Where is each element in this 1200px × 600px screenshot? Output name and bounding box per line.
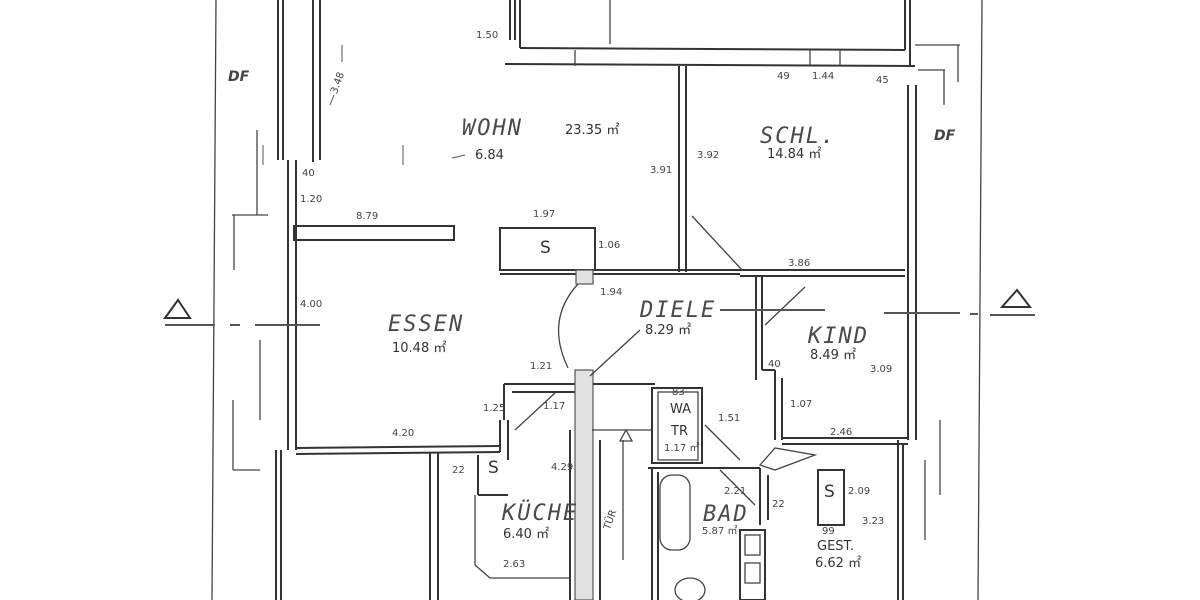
room-name: BAD [703,502,749,527]
room-name: DIELE [640,298,717,323]
room-name: GEST. [817,539,855,554]
outside-label-left: DF [228,69,250,85]
room-name: KIND [808,324,869,349]
room-name: WOHN [462,116,523,141]
dim: 1.44 [812,71,835,82]
dim: 1.21 [530,361,553,372]
dim: 1.94 [600,287,623,298]
room-area: 6.62 ㎡ [815,556,862,571]
room-area: 23.35 ㎡ [565,123,620,138]
dim: 4.20 [392,428,415,439]
room-area: 10.48 ㎡ [392,341,447,356]
dim: 1.50 [476,30,499,41]
room-area: 1.17 ㎡ [664,443,700,454]
dim: 45 [876,75,889,86]
room-width: 2.63 [503,559,526,570]
dim: 99 [822,526,835,537]
room-name: ESSEN [388,312,465,337]
room-area: 6.40 ㎡ [503,527,550,542]
dim: 2.09 [848,486,871,497]
dim: 49 [777,71,790,82]
room-name-2: TR [671,424,688,439]
room-depth: 3.09 [870,364,893,375]
room-width: 6.84 [475,148,504,163]
room-name: SCHL. [760,124,837,149]
dim: 1.07 [790,399,813,410]
dim: 1.51 [718,413,741,424]
fixture-s-kueche: S [488,458,499,478]
dim: 2.21 [724,486,747,497]
fixture-label: S [540,238,551,258]
room-depth: 4.29 [551,462,574,473]
room-depth: 3.91 [650,165,673,176]
dim: 40 [768,359,781,370]
outside-label-right: DF [934,128,956,144]
room-width: 2.46 [830,427,853,438]
room-area: 8.29 ㎡ [645,323,692,338]
dim: 83 [672,387,685,398]
room-name-1: WA [670,402,692,417]
room-area: 8.49 ㎡ [810,348,857,363]
dim: 1.17 [543,401,566,412]
room-area: 14.84 ㎡ [767,147,822,162]
fixture-depth: 1.06 [598,240,621,251]
fixture-width: 1.97 [533,209,556,220]
dim: 40 [302,168,315,179]
room-width: 3.86 [788,258,811,269]
room-name: KÜCHE [502,501,579,526]
room-depth: 4.00 [300,299,323,310]
dim: 1.25 [483,403,506,414]
room-depth: 3.92 [697,150,720,161]
room-width: 8.79 [356,211,379,222]
dim: 1.20 [300,194,323,205]
fixture-s-gest: S [824,482,835,502]
dim: 22 [772,499,785,510]
dim: 22 [452,465,465,476]
room-area: 5.87 ㎡ [702,526,738,537]
room-depth: 3.23 [862,516,885,527]
